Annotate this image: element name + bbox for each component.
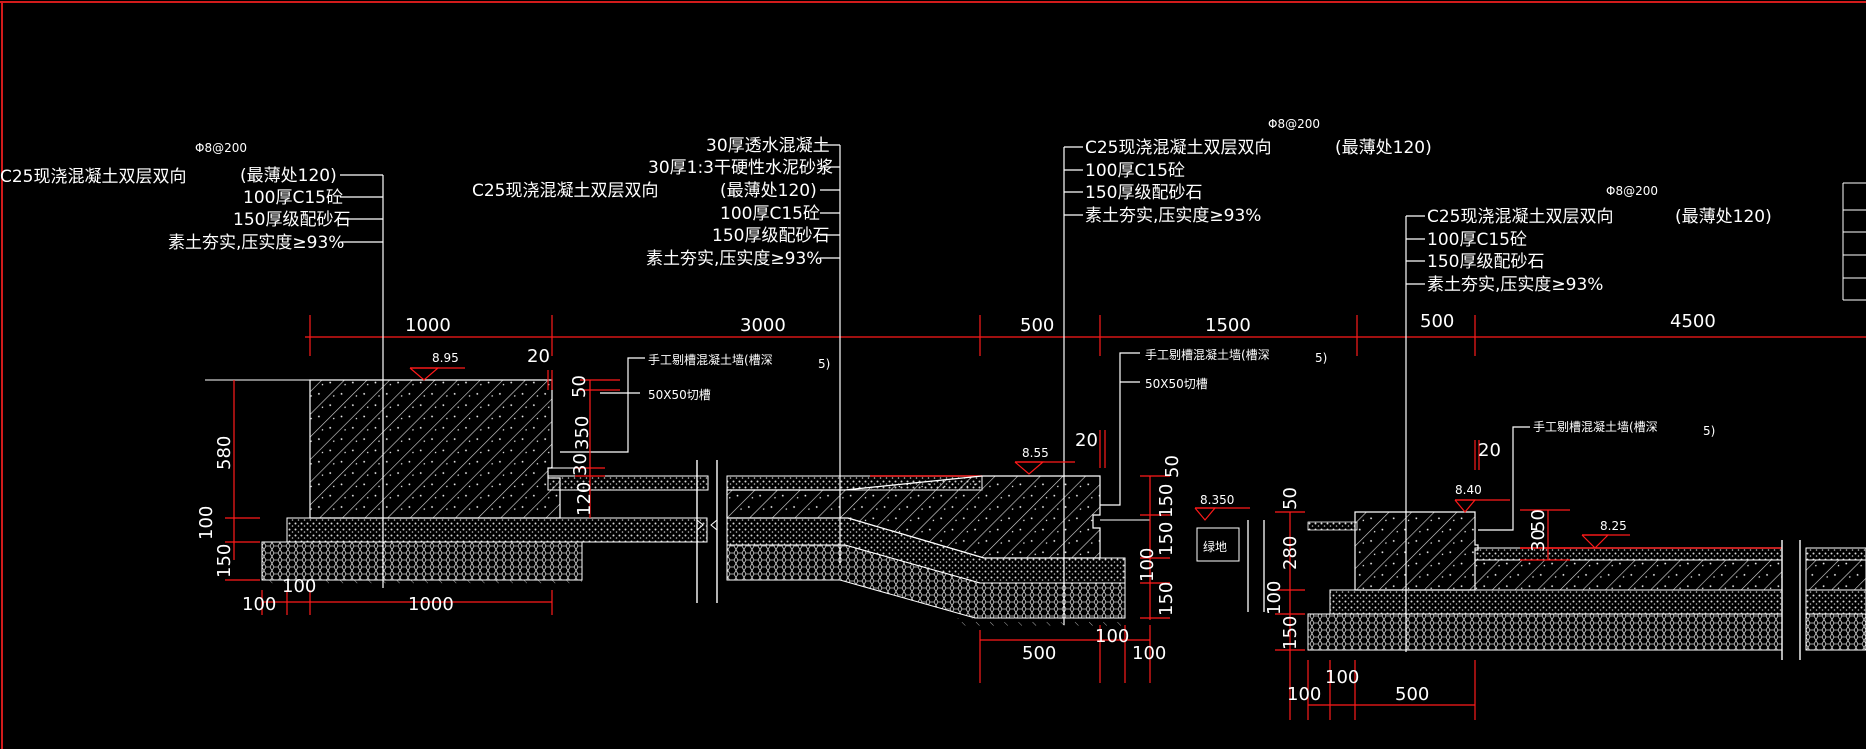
groove-size-b: 50X50切槽 (1145, 377, 1208, 391)
rebar-label-1: Φ8@200 (195, 141, 247, 155)
dim-v-350: 350 (572, 416, 593, 450)
annotation-labels: Φ8@200 C25现浇混凝土双层双向 (最薄处120) 100厚C15砼 15… (0, 117, 1772, 554)
green-label: 绿地 (1203, 539, 1227, 554)
c25-label-1: C25现浇混凝土双层双向 (0, 167, 187, 187)
dim-v-50a: 50 (569, 375, 590, 398)
dim-v-100a: 100 (1137, 548, 1158, 582)
section-left-wall (205, 379, 718, 603)
pervious-layer (547, 475, 709, 491)
dim-b-100d: 100 (1132, 643, 1166, 664)
groove-label-b: 手工剔槽混凝土墙(槽深 (1145, 347, 1270, 362)
dim-v-50b: 50 (1162, 455, 1183, 478)
gravel-label-4: 150厚级配砂石 (1427, 252, 1544, 272)
c15-label-2: 100厚C15砼 (720, 204, 820, 224)
dim-b-100a: 100 (282, 576, 316, 597)
dim-h-580: 580 (214, 436, 235, 470)
pervious-layer-3 (1474, 547, 1783, 561)
gravel-label-2: 150厚级配砂石 (712, 226, 829, 246)
dim-b-100c: 100 (1095, 626, 1129, 647)
section-middle-slope (726, 475, 1265, 626)
soil-label-2: 素土夯实,压实度≥93% (646, 249, 822, 269)
dim-v-150b: 150 (1156, 522, 1177, 556)
groove-size-a: 50X50切槽 (648, 388, 711, 402)
dim-top-1000: 1000 (405, 315, 451, 336)
dimension-labels: 1000 3000 500 1500 500 4500 580 100 150 … (196, 311, 1716, 705)
leader-lines (340, 144, 1530, 652)
dim-b-1000: 1000 (408, 594, 454, 615)
pervious-label-2: 30厚透水混凝土 (706, 136, 830, 156)
dim-top-3000: 3000 (740, 315, 786, 336)
dimension-lines (225, 315, 1570, 720)
elevation-1: 8.95 (432, 351, 459, 365)
dim-b-500a: 500 (1022, 643, 1056, 664)
c25-label-4: C25现浇混凝土双层双向 (1427, 207, 1614, 227)
dim-w-20c: 20 (1478, 440, 1501, 461)
soil-label-4: 素土夯实,压实度≥93% (1427, 275, 1603, 295)
c15-label-3: 100厚C15砼 (1085, 161, 1185, 181)
gravel-layer (261, 541, 583, 581)
dim-v-280: 280 (1280, 536, 1301, 570)
thin-label-1: (最薄处120) (240, 166, 337, 186)
groove-label-a: 手工剔槽混凝土墙(槽深 (648, 352, 773, 367)
groove-label-c-end: 5) (1703, 424, 1715, 438)
rebar-label-4: Φ8@200 (1606, 184, 1658, 198)
groove-label-a-end: 5) (818, 357, 830, 371)
elevation-markers (409, 367, 1630, 549)
gravel-label-3: 150厚级配砂石 (1085, 183, 1202, 203)
dim-v-30b: 30 (1528, 529, 1549, 552)
c25-label-2: C25现浇混凝土双层双向 (472, 181, 659, 201)
thin-label-2: (最薄处120) (720, 181, 817, 201)
thin-label-3: (最薄处120) (1335, 138, 1432, 158)
c15-label-4: 100厚C15砼 (1427, 230, 1527, 250)
mortar-label-2: 30厚1:3干硬性水泥砂浆 (648, 158, 833, 178)
dim-b-100b: 100 (242, 594, 276, 615)
groove-label-c: 手工剔槽混凝土墙(槽深 (1533, 419, 1658, 434)
concrete-wall (309, 379, 561, 519)
dim-v-30: 30 (570, 453, 591, 476)
dim-top-500a: 500 (1020, 315, 1054, 336)
dim-v-150c: 150 (1156, 582, 1177, 616)
elevation-3: 8.350 (1200, 493, 1234, 507)
soil-hatch (262, 580, 582, 586)
groove-label-b-end: 5) (1315, 351, 1327, 365)
dim-v-120: 120 (574, 482, 595, 516)
dim-h-150a: 150 (214, 544, 235, 578)
dim-v-150d: 150 (1280, 616, 1301, 650)
dim-v-50d: 50 (1528, 509, 1549, 532)
dim-v-50c: 50 (1280, 487, 1301, 510)
c15-label-1: 100厚C15砼 (243, 188, 343, 208)
elevation-2: 8.55 (1022, 446, 1049, 460)
soil-label-3: 素土夯实,压实度≥93% (1085, 206, 1261, 226)
dim-h-100a: 100 (196, 506, 217, 540)
elevation-4: 8.40 (1455, 483, 1482, 497)
green-box (1196, 527, 1240, 562)
concrete-curb-3 (1354, 511, 1479, 591)
dim-b-100e: 100 (1325, 667, 1359, 688)
c25-label-3: C25现浇混凝土双层双向 (1085, 138, 1272, 158)
c15-layer (286, 517, 708, 543)
thin-label-4: (最薄处120) (1675, 207, 1772, 227)
gravel-layer-3 (1307, 613, 1783, 651)
soil-label-1: 素土夯实,压实度≥93% (168, 233, 344, 253)
section-right (1307, 182, 1866, 660)
gravel-label-1: 150厚级配砂石 (233, 210, 350, 230)
dim-v-150a: 150 (1156, 484, 1177, 518)
elevation-labels: 8.95 8.55 8.350 8.40 8.25 (432, 351, 1627, 533)
rebar-label-3: Φ8@200 (1268, 117, 1320, 131)
dim-v-100b: 100 (1264, 581, 1285, 615)
elevation-5: 8.25 (1600, 519, 1627, 533)
dim-w-20b: 20 (1075, 430, 1098, 451)
c15-layer-3 (1329, 589, 1783, 615)
dim-top-500b: 500 (1420, 311, 1454, 332)
dim-w-20a: 20 (527, 346, 550, 367)
dim-b-500b: 500 (1395, 684, 1429, 705)
dim-top-4500: 4500 (1670, 311, 1716, 332)
dim-b-100f: 100 (1287, 684, 1321, 705)
dim-top-1500: 1500 (1205, 315, 1251, 336)
